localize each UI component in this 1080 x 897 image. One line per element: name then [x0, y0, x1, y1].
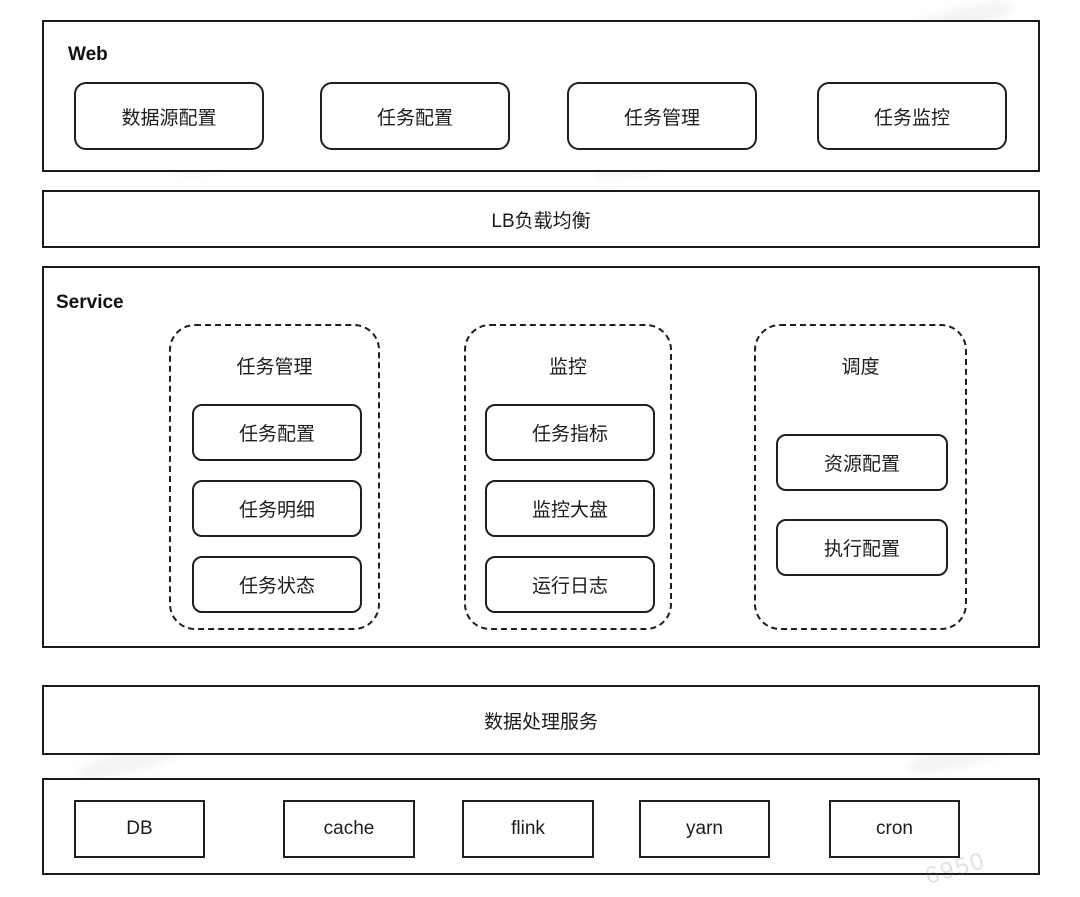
- web-box-datasource-config: 数据源配置: [74, 82, 264, 150]
- infra-box-label: flink: [511, 818, 545, 839]
- infra-layer-container: DB cache flink yarn cron: [42, 778, 1040, 875]
- infra-box-label: DB: [126, 818, 153, 839]
- service-layer-title: Service: [56, 292, 124, 313]
- service-item-task-metrics: 任务指标: [485, 404, 655, 461]
- service-group-title: 监控: [548, 357, 587, 378]
- service-item-label: 任务配置: [238, 424, 315, 445]
- service-layer-container: Service 任务管理 任务配置 任务明细 任务状态 监控 任务指标 监控大盘: [42, 266, 1040, 648]
- infra-box-cache: cache: [283, 800, 415, 858]
- service-item-label: 资源配置: [823, 454, 900, 475]
- web-layer-title: Web: [68, 44, 108, 65]
- web-layer-container: Web 数据源配置 任务配置 任务管理 任务监控: [42, 20, 1040, 172]
- service-item-run-logs: 运行日志: [485, 556, 655, 613]
- service-item-label: 执行配置: [823, 539, 900, 560]
- service-item-task-config: 任务配置: [192, 404, 362, 461]
- infra-box-label: cron: [876, 818, 913, 839]
- web-box-label: 任务监控: [873, 107, 950, 129]
- service-group-title: 调度: [841, 357, 880, 378]
- infra-box-label: yarn: [686, 818, 723, 839]
- infra-box-db: DB: [74, 800, 205, 858]
- service-group-monitoring: 监控 任务指标 监控大盘 运行日志: [464, 324, 672, 630]
- web-box-task-monitoring: 任务监控: [817, 82, 1007, 150]
- infra-box-label: cache: [323, 818, 375, 839]
- service-group-scheduling: 调度 资源配置 执行配置: [754, 324, 967, 630]
- infra-box-flink: flink: [462, 800, 594, 858]
- service-item-resource-config: 资源配置: [776, 434, 948, 491]
- data-processing-label: 数据处理服务: [483, 711, 598, 733]
- service-item-label: 任务指标: [531, 424, 608, 445]
- web-box-task-config: 任务配置: [320, 82, 510, 150]
- service-item-label: 任务状态: [238, 576, 315, 597]
- web-box-label: 数据源配置: [121, 107, 217, 129]
- service-group-task-management: 任务管理 任务配置 任务明细 任务状态: [169, 324, 380, 630]
- infra-box-yarn: yarn: [639, 800, 770, 858]
- web-box-label: 任务配置: [376, 107, 453, 129]
- web-box-task-management: 任务管理: [567, 82, 757, 150]
- service-item-task-detail: 任务明细: [192, 480, 362, 537]
- service-item-label: 任务明细: [238, 500, 315, 521]
- infra-box-cron: cron: [829, 800, 960, 858]
- service-item-label: 监控大盘: [531, 500, 608, 521]
- service-group-title: 任务管理: [236, 357, 313, 378]
- data-processing-service-bar: 数据处理服务: [42, 685, 1040, 755]
- lb-load-balancer-bar: LB负载均衡: [42, 190, 1040, 248]
- service-item-execution-config: 执行配置: [776, 519, 948, 576]
- service-item-task-status: 任务状态: [192, 556, 362, 613]
- service-item-monitoring-dashboard: 监控大盘: [485, 480, 655, 537]
- lb-label: LB负载均衡: [491, 210, 591, 232]
- service-item-label: 运行日志: [531, 576, 608, 597]
- web-box-label: 任务管理: [623, 107, 700, 129]
